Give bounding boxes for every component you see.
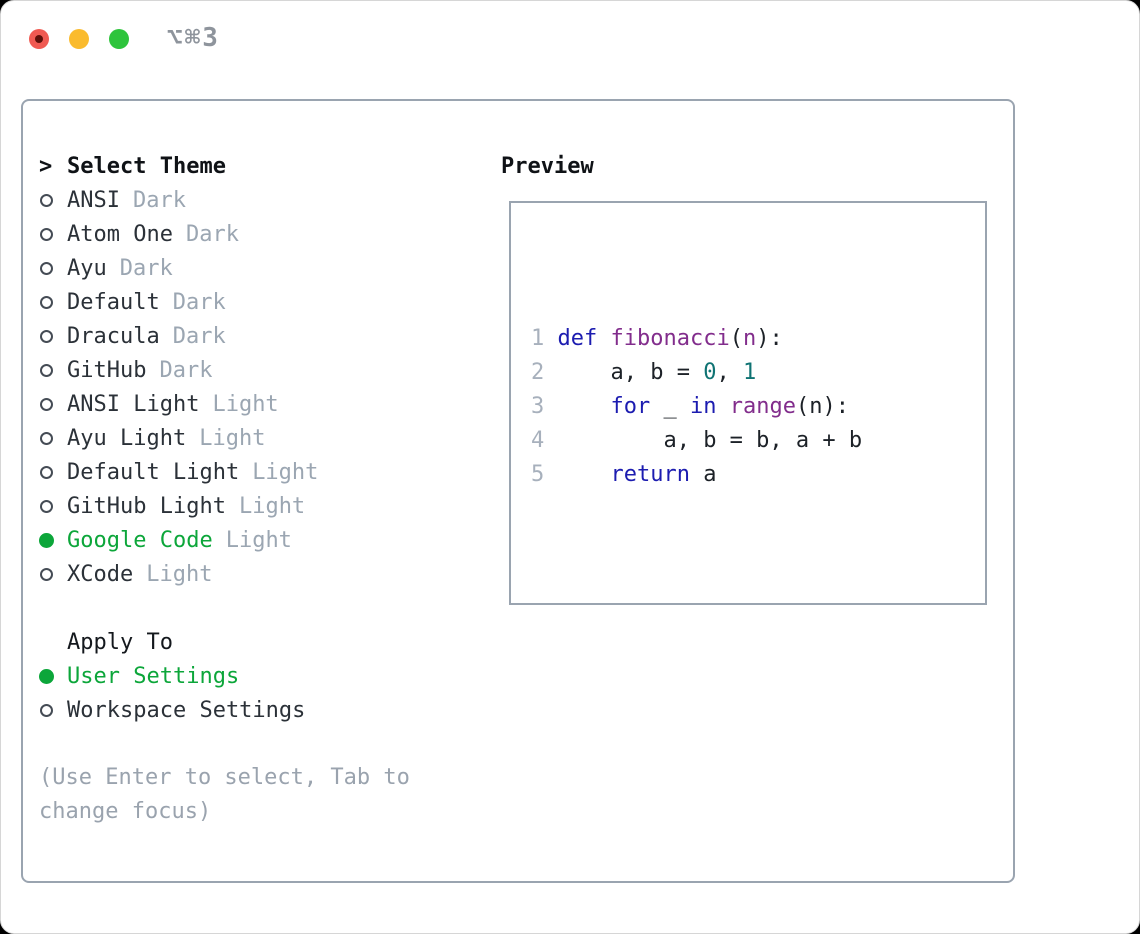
code-line: 1 def fibonacci(n): (531, 326, 783, 351)
theme-item-label: Dracula (67, 323, 160, 349)
radio-unselected-icon (39, 329, 67, 343)
theme-item-google-code[interactable]: Google Code Light (39, 523, 318, 557)
radio-unselected-icon (39, 261, 67, 275)
radio-selected-icon (39, 668, 67, 684)
theme-variant-badge: Dark (159, 357, 213, 383)
preview-pane: 1 def fibonacci(n): 2 a, b = 0, 1 3 for _ … (509, 201, 987, 605)
blank-line (531, 560, 985, 594)
apply-option-label: Workspace Settings (67, 697, 306, 723)
window-title: ⌥⌘3 (167, 23, 220, 53)
traffic-lights (29, 29, 129, 49)
theme-variant-badge: Light (252, 459, 319, 485)
dialog-panel (21, 99, 1015, 883)
radio-unselected-icon (39, 703, 67, 717)
theme-item-github-light[interactable]: GitHub Light Light (39, 489, 318, 523)
radio-selected-icon (39, 532, 67, 548)
code-line: 5 return a (531, 462, 717, 487)
theme-variant-badge: Light (238, 493, 306, 519)
apply-option-label: User Settings (67, 663, 240, 689)
theme-variant-badge: Light (212, 391, 279, 417)
theme-item-atom-one[interactable]: Atom One Dark (39, 217, 318, 251)
zoom-button[interactable] (109, 29, 129, 49)
apply-to-title: Apply To (67, 629, 173, 655)
theme-item-ayu[interactable]: Ayu Dark (39, 251, 318, 285)
theme-item-label: Ayu (67, 255, 107, 281)
theme-item-default[interactable]: Default Dark (39, 285, 318, 319)
theme-item-dracula[interactable]: Dracula Dark (39, 319, 318, 353)
radio-unselected-icon (39, 465, 67, 479)
line-number: 3 (531, 394, 558, 419)
help-text: (Use Enter to select, Tab to change focu… (39, 765, 410, 824)
radio-unselected-icon (39, 397, 67, 411)
theme-list-title: Select Theme (67, 153, 226, 179)
theme-item-github[interactable]: GitHub Dark (39, 353, 318, 387)
theme-variant-badge: Light (146, 561, 213, 587)
unsaved-dot-icon (35, 35, 43, 43)
theme-item-label: ANSI (67, 187, 120, 213)
radio-unselected-icon (39, 363, 67, 377)
line-number: 1 (531, 326, 558, 351)
theme-item-label: Default (67, 289, 160, 315)
theme-variant-badge: Light (225, 527, 292, 553)
minimize-button[interactable] (69, 29, 89, 49)
theme-variant-badge: Dark (185, 221, 239, 247)
theme-item-label: Ayu Light (67, 425, 187, 451)
theme-item-ansi[interactable]: ANSI Dark (39, 183, 318, 217)
close-button[interactable] (29, 29, 49, 49)
theme-variant-badge: Light (199, 425, 266, 451)
apply-option-user-settings[interactable]: User Settings (39, 659, 305, 693)
preview-title: Preview (501, 153, 594, 179)
theme-item-ansi-light[interactable]: ANSI Light Light (39, 387, 318, 421)
radio-unselected-icon (39, 193, 67, 207)
theme-item-xcode[interactable]: XCode Light (39, 557, 318, 591)
theme-variant-badge: Dark (172, 323, 226, 349)
theme-item-ayu-light[interactable]: Ayu Light Light (39, 421, 318, 455)
line-number: 5 (531, 462, 558, 487)
theme-variant-badge: Dark (119, 255, 173, 281)
theme-item-label: XCode (67, 561, 134, 587)
theme-item-label: GitHub Light (67, 493, 226, 519)
radio-unselected-icon (39, 431, 67, 445)
code-line: 4 a, b = b, a + b (531, 428, 863, 453)
theme-list-header: > Select Theme (39, 149, 318, 183)
theme-item-label: GitHub (67, 357, 147, 383)
code-line: 3 for _ in range(n): (531, 394, 849, 419)
code-preview: 1 def fibonacci(n): 2 a, b = 0, 1 3 for _ … (531, 322, 985, 492)
radio-unselected-icon (39, 499, 67, 513)
focus-caret-icon: > (39, 153, 53, 179)
apply-to-header: Apply To (39, 625, 305, 659)
theme-item-label: Default Light (67, 459, 240, 485)
theme-item-label: ANSI Light (67, 391, 200, 417)
radio-unselected-icon (39, 295, 67, 309)
theme-variant-badge: Dark (172, 289, 226, 315)
line-number: 4 (531, 428, 558, 453)
line-number: 2 (531, 360, 558, 385)
radio-unselected-icon (39, 227, 67, 241)
code-line: 2 a, b = 0, 1 (531, 360, 757, 385)
theme-item-label: Google Code (67, 527, 213, 553)
apply-option-workspace-settings[interactable]: Workspace Settings (39, 693, 305, 727)
theme-item-label: Atom One (67, 221, 173, 247)
theme-item-default-light[interactable]: Default Light Light (39, 455, 318, 489)
radio-unselected-icon (39, 567, 67, 581)
theme-variant-badge: Dark (132, 187, 186, 213)
